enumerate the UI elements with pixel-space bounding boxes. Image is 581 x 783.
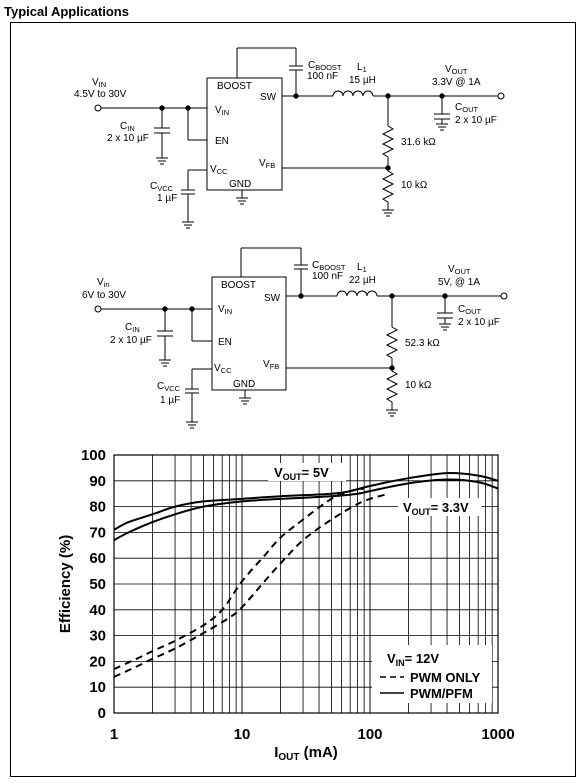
legend-label-pwm-pfm: PWM/PFM <box>410 686 473 701</box>
c2-cout-label: COUT <box>458 304 481 316</box>
regulator-ic-1 <box>206 77 283 191</box>
c1-cin-label: CIN <box>120 121 135 133</box>
c2-cboost-value: 100 nF <box>312 271 343 282</box>
regulator-ic-2 <box>211 276 287 391</box>
circuit-1 <box>94 47 505 229</box>
c2-r-bottom: 10 kΩ <box>405 380 432 391</box>
c2-pin-sw: SW <box>264 293 281 304</box>
plot-area <box>113 454 499 714</box>
c1-cvcc-label: CVCC <box>150 181 174 193</box>
c2-cout-value: 2 x 10 µF <box>458 317 500 328</box>
c1-cvcc-value: 1 µF <box>157 193 177 204</box>
c2-pin-boost: BOOST <box>221 280 256 291</box>
series-line-2 <box>113 487 365 671</box>
figure-frame <box>10 22 576 777</box>
section-heading: Typical Applications <box>4 4 129 19</box>
c2-cvcc-label: CVCC <box>157 381 181 393</box>
c2-l-value: 22 µH <box>349 275 376 286</box>
legend-label-pwm-only: PWM ONLY <box>410 670 481 685</box>
c1-cin-value: 2 x 10 µF <box>107 133 149 144</box>
vout33-label-bg <box>398 498 482 516</box>
y-tick-label: 40 <box>89 602 106 619</box>
y-tick-label: 30 <box>89 628 106 645</box>
c1-cboost-label: CBOOST <box>308 60 342 72</box>
x-tick-label: 1000 <box>481 726 514 743</box>
x-tick-labels: 1 10 100 1000 <box>110 726 515 743</box>
c1-pin-vcc: VCC <box>210 164 228 176</box>
c2-cvcc-value: 1 µF <box>160 395 180 406</box>
c1-vout-value: 3.3V @ 1A <box>432 77 481 88</box>
y-tick-label: 60 <box>89 550 106 567</box>
c1-cout-value: 2 x 10 µF <box>455 115 497 126</box>
y-tick-label: 80 <box>89 499 106 516</box>
series-line-3 <box>113 492 389 678</box>
y-tick-label: 10 <box>89 679 106 696</box>
c1-cboost-value: 100 nF <box>307 71 338 82</box>
c1-cout-label: COUT <box>455 102 478 114</box>
c1-pin-en: EN <box>215 136 229 147</box>
series-line-1 <box>113 478 499 541</box>
c1-pin-boost: BOOST <box>217 81 252 92</box>
annotation-vin: VIN= 12V <box>387 651 439 668</box>
x-tick-label: 10 <box>234 726 251 743</box>
c1-vin-range: 4.5V to 30V <box>74 89 127 100</box>
y-tick-label: 90 <box>89 473 106 490</box>
c2-cboost-label: CBOOST <box>312 260 346 272</box>
y-axis-label: Efficiency (%) <box>57 535 74 633</box>
y-tick-labels: 0 10 20 30 40 50 60 70 80 90 100 <box>81 447 106 722</box>
y-tick-label: 50 <box>89 576 106 593</box>
x-tick-label: 1 <box>110 726 118 743</box>
y-tick-label: 0 <box>98 705 106 722</box>
c1-l-label: L1 <box>357 62 367 74</box>
c2-cin-value: 2 x 10 µF <box>110 335 152 346</box>
annotation-vout-5v: VOUT= 5V <box>274 465 329 482</box>
x-tick-label: 100 <box>357 726 382 743</box>
y-tick-label: 20 <box>89 653 106 670</box>
c1-vout-label: VOUT <box>445 64 468 76</box>
c2-vin-range: 6V to 30V <box>82 290 126 301</box>
vout5-label-bg <box>268 463 346 481</box>
c1-pin-vfb: VFB <box>259 158 275 170</box>
c1-l-value: 15 µH <box>349 75 376 86</box>
c1-pin-sw: SW <box>260 92 277 103</box>
y-tick-label: 70 <box>89 524 106 541</box>
c2-pin-vfb: VFB <box>263 359 279 371</box>
circuit-2 <box>94 247 508 429</box>
c2-r-top: 52.3 kΩ <box>405 338 440 349</box>
c2-l-label: L1 <box>357 262 367 274</box>
c2-pin-gnd: GND <box>233 379 255 390</box>
c2-vout-value: 5V, @ 1A <box>438 277 480 288</box>
x-axis-label: IOUT (mA) <box>274 744 338 763</box>
c2-pin-vin: VIN <box>218 304 232 316</box>
c1-r-top: 31.6 kΩ <box>401 137 436 148</box>
c1-pin-gnd: GND <box>229 179 251 190</box>
annotation-vout-3v3: VOUT= 3.3V <box>403 500 469 517</box>
c2-pin-en: EN <box>218 337 232 348</box>
c1-vin-label: VIN <box>92 77 106 89</box>
c2-pin-vcc: VCC <box>214 363 232 375</box>
y-tick-label: 100 <box>81 447 106 464</box>
chart-series <box>113 472 499 678</box>
c2-cin-label: CIN <box>125 322 140 334</box>
c1-pin-vin: VIN <box>215 105 229 117</box>
c2-vout-label: VOUT <box>448 264 471 276</box>
series-line-0 <box>113 472 499 531</box>
c2-vin-label: Vin <box>97 277 110 289</box>
c1-r-bottom: 10 kΩ <box>401 180 428 191</box>
